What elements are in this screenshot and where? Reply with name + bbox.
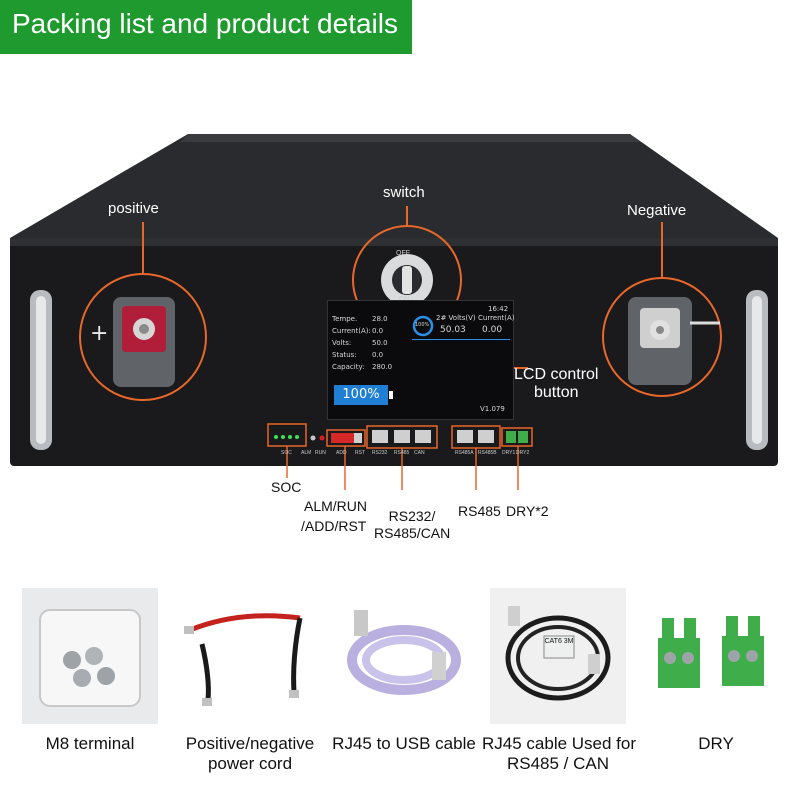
caption-line2: power cord bbox=[207, 754, 293, 773]
lcd-screen: 16:42 Tempe. 28.0 Current(A): 0.0 Volts:… bbox=[327, 300, 515, 420]
product-power-cord bbox=[184, 613, 303, 706]
left-handle bbox=[30, 290, 52, 450]
rs232-label: RS232/ bbox=[388, 508, 436, 524]
power-switch bbox=[352, 206, 462, 335]
caption-rj45-cable: RJ45 cable Used for RS485 / CAN bbox=[482, 734, 637, 774]
negative-terminal bbox=[602, 222, 722, 397]
panel-mark-run: RUN bbox=[315, 450, 326, 456]
lcd-divider bbox=[412, 339, 510, 340]
panel-mark-rs232: RS232 bbox=[372, 450, 388, 456]
lcd-row-label: Capacity: bbox=[332, 363, 365, 371]
caption-line1: Positive/negative bbox=[185, 734, 315, 753]
caption-power-cord: Positive/negative power cord bbox=[172, 734, 328, 774]
positive-terminal: + bbox=[79, 222, 207, 401]
cable-tag: CAT6 3M bbox=[544, 638, 574, 645]
product-dry-terminal bbox=[658, 616, 764, 688]
product-rj45-usb-cable bbox=[347, 610, 461, 695]
panel-mark-dry1: DRY1 bbox=[502, 450, 516, 456]
port-panel bbox=[267, 423, 533, 490]
alm-run-label: ALM/RUN bbox=[304, 498, 368, 514]
lcd-row-value: 280.0 bbox=[372, 363, 393, 371]
lcd-col2-label: 2# Volts(V) bbox=[436, 314, 476, 322]
svg-text:+: + bbox=[90, 321, 108, 346]
lcd-row-value: 50.0 bbox=[372, 339, 388, 347]
lcd-row-value: 0.0 bbox=[372, 327, 384, 335]
panel-mark-rst: RST bbox=[355, 450, 365, 456]
rs485-can-label: RS485/CAN bbox=[374, 525, 451, 541]
battery-illustration: + bbox=[10, 134, 778, 490]
lcd-row-label: Status: bbox=[332, 351, 357, 359]
lcd-control-label: LCD control button bbox=[514, 366, 598, 402]
caption-line2: RS485 / CAN bbox=[506, 754, 610, 773]
negative-label: Negative bbox=[627, 202, 687, 219]
lcd-row-value: 0.0 bbox=[372, 351, 384, 359]
lcd-soc-bar: 100% bbox=[334, 385, 388, 405]
caption-m8-terminal: M8 terminal bbox=[45, 734, 135, 753]
lcd-version: V1.079 bbox=[480, 405, 505, 413]
title-banner: Packing list and product details bbox=[0, 0, 412, 54]
switch-on-mark: ON bbox=[399, 296, 410, 303]
product-rj45-cable bbox=[490, 588, 626, 724]
dry-label: DRY*2 bbox=[506, 503, 549, 519]
panel-mark-add: ADD bbox=[336, 450, 347, 456]
product-m8-terminal bbox=[22, 588, 158, 724]
positive-label: positive bbox=[108, 200, 159, 217]
caption-line1: RJ45 cable Used for bbox=[482, 734, 637, 753]
lcd-time: 16:42 bbox=[488, 305, 509, 313]
lcd-row-value: 28.0 bbox=[372, 315, 388, 323]
panel-mark-rs485b: RS485B bbox=[478, 450, 497, 456]
lcd-row-label: Volts: bbox=[332, 339, 352, 347]
lcd-soc-tip bbox=[389, 391, 393, 399]
lcd-ring-value: 100% bbox=[415, 322, 430, 328]
panel-mark-dry2: DRY2 bbox=[516, 450, 530, 456]
panel-mark-can: CAN bbox=[414, 450, 425, 456]
lcd-control-line1: LCD control bbox=[514, 366, 599, 383]
lcd-row-label: Current(A): bbox=[332, 327, 371, 335]
panel-mark-alm: ALM bbox=[301, 450, 312, 456]
right-handle bbox=[746, 290, 768, 450]
battery-top-face bbox=[10, 134, 778, 238]
lcd-control-line2: button bbox=[534, 384, 579, 401]
switch-off-mark: OFF bbox=[396, 250, 410, 257]
caption-dry: DRY bbox=[698, 734, 734, 753]
panel-mark-rs485a: RS485A bbox=[455, 450, 474, 456]
lcd-col3-label: Current(A) bbox=[478, 314, 515, 322]
lcd-col3-value: 0.00 bbox=[482, 325, 503, 335]
switch-label: switch bbox=[383, 184, 425, 201]
panel-mark-soc: SOC bbox=[281, 450, 292, 456]
add-rst-label: /ADD/RST bbox=[301, 518, 367, 534]
soc-label: SOC bbox=[271, 479, 302, 495]
lcd-row-label: Tempe. bbox=[332, 315, 358, 323]
caption-rj45-usb: RJ45 to USB cable bbox=[332, 734, 476, 753]
lcd-soc-ring bbox=[412, 315, 434, 337]
banner-title: Packing list and product details bbox=[12, 8, 398, 39]
panel-mark-rs485: RS485 bbox=[394, 450, 410, 456]
rs485-label: RS485 bbox=[458, 503, 501, 519]
lcd-col2-value: 50.03 bbox=[440, 325, 466, 335]
